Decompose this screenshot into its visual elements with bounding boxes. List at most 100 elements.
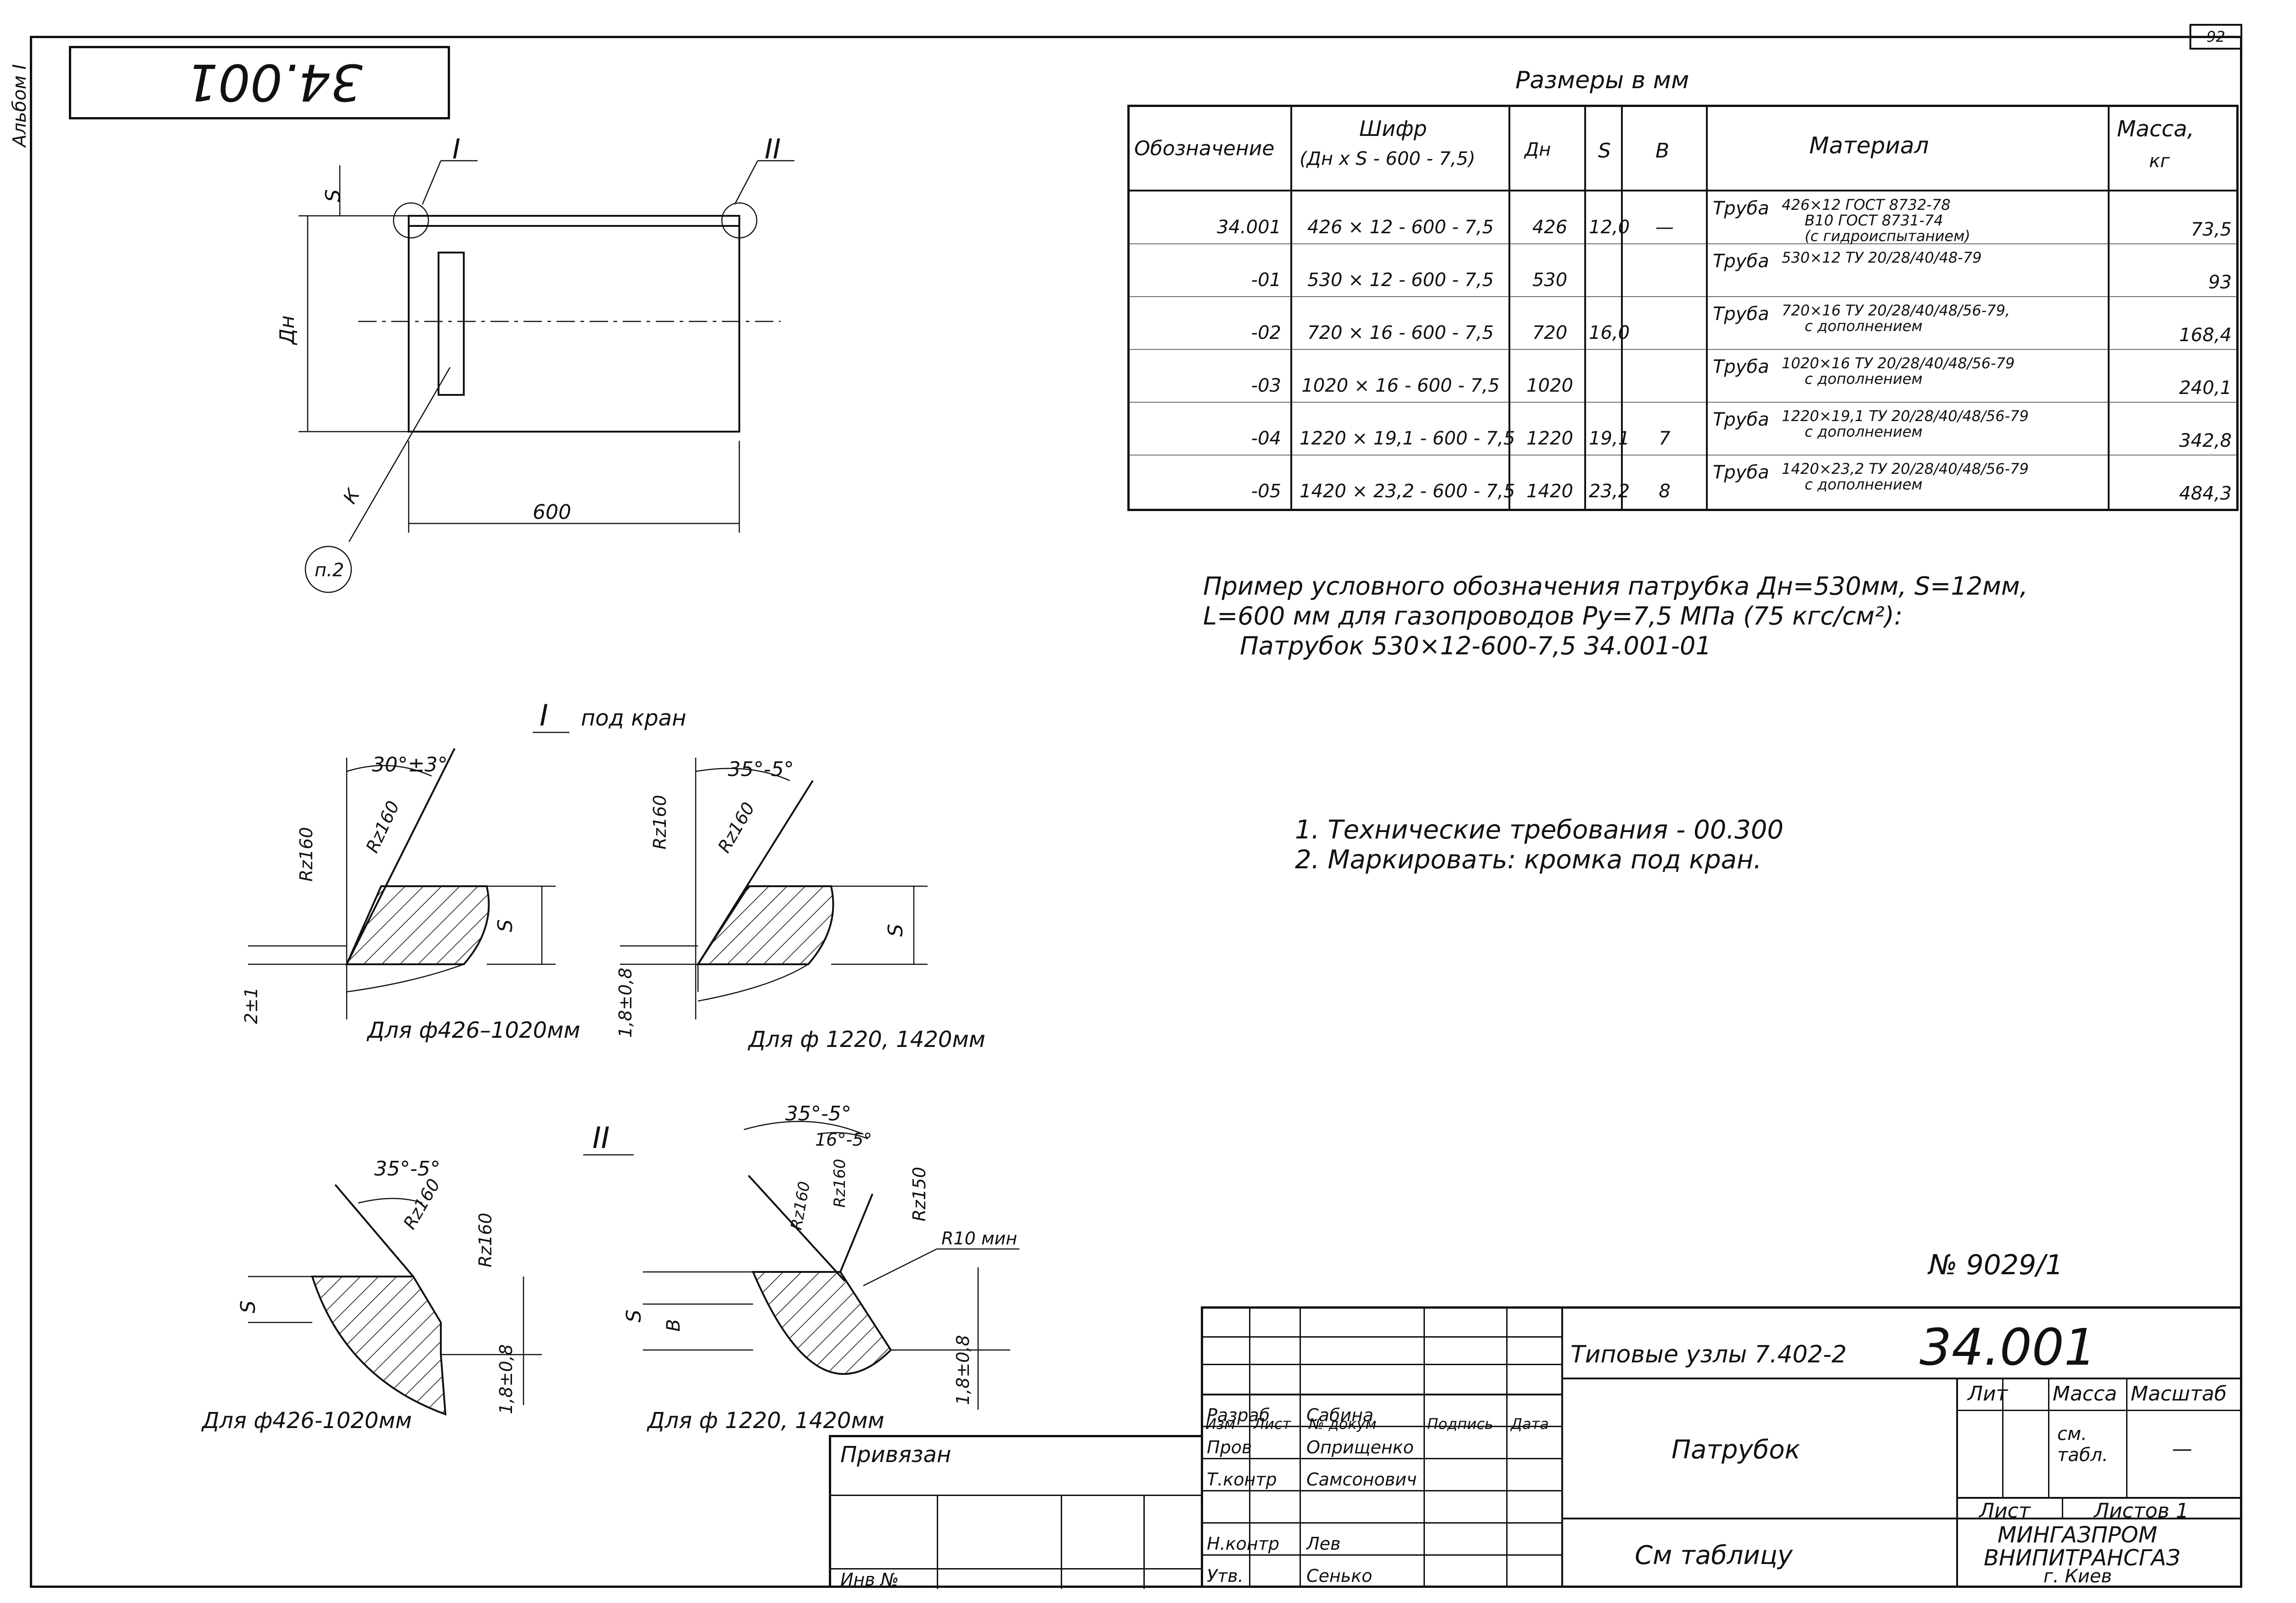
cell-mat-line2: с дополнением — [1805, 476, 1923, 493]
tol-18-a: 1,8±0,8 — [615, 967, 636, 1038]
cell-mat-line1: 720×16 ТУ 20/28/40/48/56-79, — [1782, 302, 2010, 319]
cell-b: — — [1655, 217, 1674, 238]
doc-number: № 9029/1 — [1929, 1249, 2063, 1281]
tb-role: Утв. — [1207, 1566, 1244, 1586]
pipe-main-view — [298, 160, 794, 593]
tb-org3: г. Киев — [2043, 1566, 2112, 1587]
tb-lit: Лит — [1968, 1382, 2008, 1406]
cell-cipher: 530 × 12 - 600 - 7,5 — [1307, 270, 1494, 291]
title-block: Типовые узлы 7.402-2 34.001 Патрубок См … — [1201, 1306, 2242, 1588]
cell-mass: 484,3 — [2179, 483, 2232, 504]
tb-org1: МИНГАЗПРОМ — [1998, 1522, 2157, 1548]
hdr-s: S — [1598, 139, 1611, 163]
tb-scale-val: — — [2172, 1437, 2192, 1461]
cell-mat-line2: с дополнением — [1805, 317, 1923, 335]
detail-I-title: под кран — [581, 705, 686, 731]
tb-name: Оприщенко — [1306, 1437, 1414, 1457]
cell-mat-line1: 1420×23,2 ТУ 20/28/40/48/56-79 — [1782, 460, 2029, 478]
tb-mass-val: см. табл. — [2057, 1423, 2108, 1466]
tb-name: Сенько — [1306, 1566, 1373, 1586]
rz-II-4: Rz160 — [831, 1159, 849, 1208]
rz-II-1: Rz160 — [400, 1176, 445, 1233]
bound-label: Привязан — [840, 1442, 951, 1468]
bevel-detail-II-right — [643, 1121, 1019, 1410]
cell-material: Труба — [1713, 409, 1769, 430]
label-b: В — [663, 1319, 684, 1332]
rz-right-1: Rz160 — [650, 795, 670, 849]
cell-mass: 342,8 — [2179, 430, 2232, 451]
cell-mat-line1: 1020×16 ТУ 20/28/40/48/56-79 — [1782, 354, 2015, 372]
tb-material-ref: См таблицу — [1635, 1541, 1793, 1570]
rz-150: Rz150 — [909, 1167, 929, 1221]
cell-designation: -02 — [1251, 322, 1281, 343]
cell-mass: 240,1 — [2179, 377, 2232, 399]
label-dn-main: Дн — [276, 315, 299, 345]
angle-16: 16°-5° — [815, 1130, 872, 1150]
cell-s: 16,0 — [1589, 322, 1630, 343]
tol-2: 2±1 — [241, 987, 261, 1024]
cell-mat-line1: 1220×19,1 ТУ 20/28/40/48/56-79 — [1782, 407, 2029, 425]
caption-1220-a: Для ф 1220, 1420мм — [748, 1027, 985, 1052]
mark-II-main: II — [765, 133, 781, 165]
cell-designation: -04 — [1251, 428, 1281, 449]
label-s-II: S — [236, 1300, 260, 1313]
cell-cipher: 1420 × 23,2 - 600 - 7,5 — [1300, 481, 1515, 502]
hdr-dn: Дн — [1525, 139, 1551, 160]
cell-s: 19,1 — [1589, 428, 1630, 449]
tb-scale: Масштаб — [2131, 1382, 2227, 1406]
hdr-cipher: Шифр — [1359, 116, 1427, 141]
rz-II-2: Rz160 — [475, 1213, 495, 1267]
requirement-2: 2. Маркировать: кромка под кран. — [1295, 845, 1762, 875]
tb-mass: Масса — [2053, 1382, 2117, 1406]
tb-hdr-list: Лист — [1254, 1415, 1291, 1433]
tb-role: Пров — [1207, 1437, 1252, 1457]
caption-426-b: Для ф426-1020мм — [201, 1408, 412, 1434]
binding-block: Привязан Инв № — [829, 1435, 1203, 1590]
page-number: 92 — [2189, 24, 2242, 50]
cell-dn: 530 — [1532, 270, 1568, 291]
cell-material: Труба — [1713, 304, 1769, 325]
tb-hdr-sign: Подпись — [1427, 1415, 1493, 1433]
hdr-material: Материал — [1809, 132, 1929, 159]
cell-material: Труба — [1713, 198, 1769, 219]
cell-material: Труба — [1713, 251, 1769, 272]
cell-cipher: 1220 × 19,1 - 600 - 7,5 — [1300, 428, 1515, 449]
cell-s: 23,2 — [1589, 481, 1630, 502]
bevel-detail-II-left — [248, 1184, 542, 1416]
label-s-detail1: S — [494, 919, 517, 932]
cell-b: 7 — [1659, 428, 1671, 449]
cell-s: 12,0 — [1589, 217, 1630, 238]
dims-caption: Размеры в мм — [1515, 67, 1689, 94]
tb-role: Т.контр — [1207, 1469, 1277, 1490]
rz-right-2: Rz160 — [714, 799, 759, 856]
tb-sheets: Листов 1 — [2094, 1499, 2189, 1523]
tb-sheet: Лист — [1979, 1499, 2031, 1523]
caption-1220-b: Для ф 1220, 1420мм — [647, 1408, 884, 1434]
inv-label: Инв № — [840, 1569, 899, 1590]
angle-35-a: 35°-5° — [728, 758, 794, 781]
mark-II-detail: II — [592, 1121, 610, 1155]
bevel-detail-I-right — [620, 758, 928, 1019]
example-line1: Пример условного обозначения патрубка Дн… — [1203, 572, 2028, 601]
tb-role: Разраб — [1207, 1405, 1270, 1425]
label-k: К — [339, 485, 365, 507]
angle-35-b: 35°-5° — [374, 1157, 440, 1181]
cell-material: Труба — [1713, 356, 1769, 377]
corner-code-box: 34.001 — [69, 46, 450, 119]
cell-mat-line1: 530×12 ТУ 20/28/40/48-79 — [1782, 249, 1982, 266]
cell-mat-line2: с дополнением — [1805, 423, 1923, 440]
tb-hdr-izm: Изм — [1205, 1415, 1236, 1433]
mark-I-main: I — [452, 133, 461, 165]
tb-name: Патрубок — [1671, 1435, 1801, 1465]
caption-426-a: Для ф426–1020мм — [366, 1018, 580, 1043]
bevel-detail-I-left — [248, 748, 556, 1019]
tol-18-b: 1,8±0,8 — [496, 1344, 516, 1414]
tb-org2: ВНИПИТРАНСГАЗ — [1984, 1545, 2180, 1571]
cell-mass: 73,5 — [2190, 219, 2232, 240]
tb-hdr-doc: № докум — [1309, 1415, 1377, 1433]
cell-material: Труба — [1713, 462, 1769, 483]
